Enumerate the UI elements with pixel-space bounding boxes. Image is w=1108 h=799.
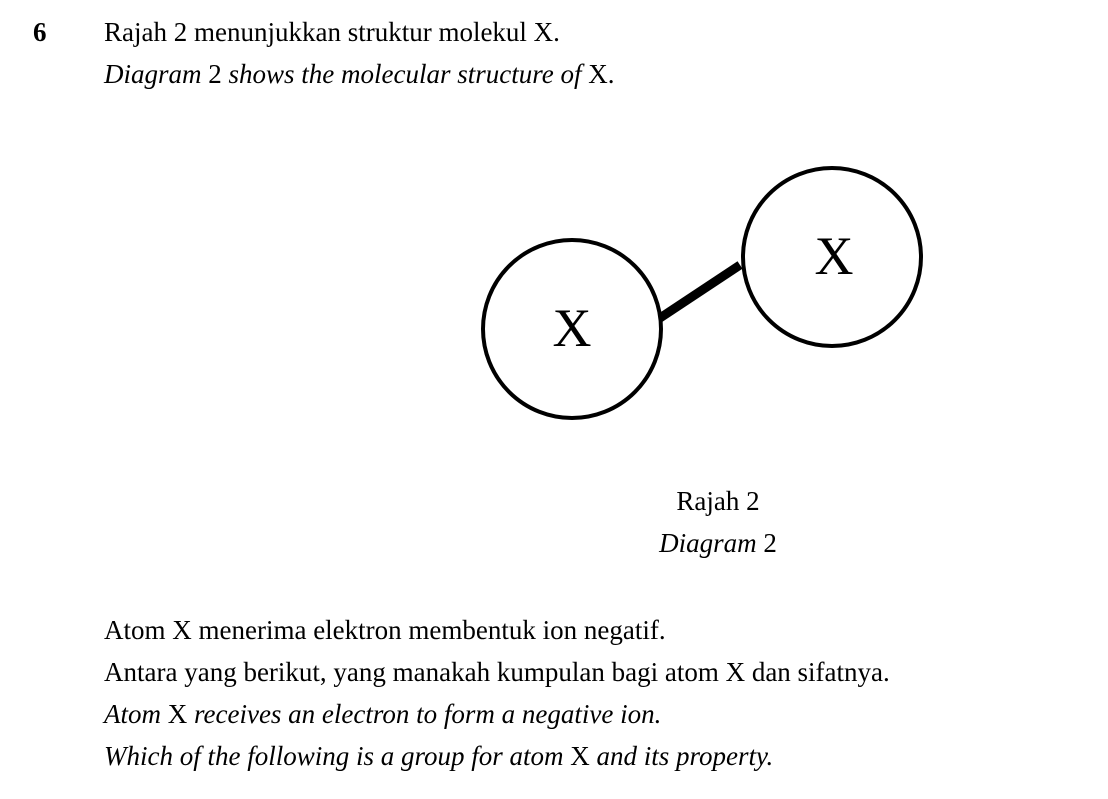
- line3-part1: Atom: [104, 699, 161, 729]
- intro-en-part3: shows the molecular structure of: [228, 59, 582, 89]
- covalent-bond: [657, 261, 743, 322]
- question-number: 6: [33, 17, 47, 47]
- diagram-caption-malay: Rajah 2: [676, 486, 760, 516]
- intro-en-part4: X.: [581, 59, 615, 89]
- line3-part3: receives an electron to form a negative …: [194, 699, 662, 729]
- line4-part1: Which of the following is a group for at…: [104, 741, 564, 771]
- question-intro-malay: Rajah 2 menunjukkan struktur molekul X.: [104, 17, 560, 47]
- atom-right-label: X: [815, 226, 854, 286]
- intro-en-part1: Diagram: [104, 59, 202, 89]
- body-line1-malay: Atom X menerima elektron membentuk ion n…: [104, 615, 666, 645]
- body-line4-english: Which of the following is a group for at…: [104, 736, 773, 776]
- caption-en-part1: Diagram: [659, 528, 757, 558]
- atom-left: [481, 238, 663, 420]
- atom-right: [741, 166, 923, 348]
- line4-part3: and its property.: [596, 741, 774, 771]
- intro-en-part2: 2: [201, 59, 229, 89]
- body-line3-english: Atom X receives an electron to form a ne…: [104, 694, 661, 734]
- body-line2-malay: Antara yang berikut, yang manakah kumpul…: [104, 657, 890, 687]
- question-intro-english: Diagram 2 shows the molecular structure …: [104, 54, 615, 94]
- line4-part2: X: [563, 741, 597, 771]
- caption-en-part2: 2: [756, 528, 777, 558]
- line3-part2: X: [161, 699, 194, 729]
- diagram-caption-english: Diagram 2: [600, 523, 836, 563]
- atom-left-label: X: [553, 298, 592, 358]
